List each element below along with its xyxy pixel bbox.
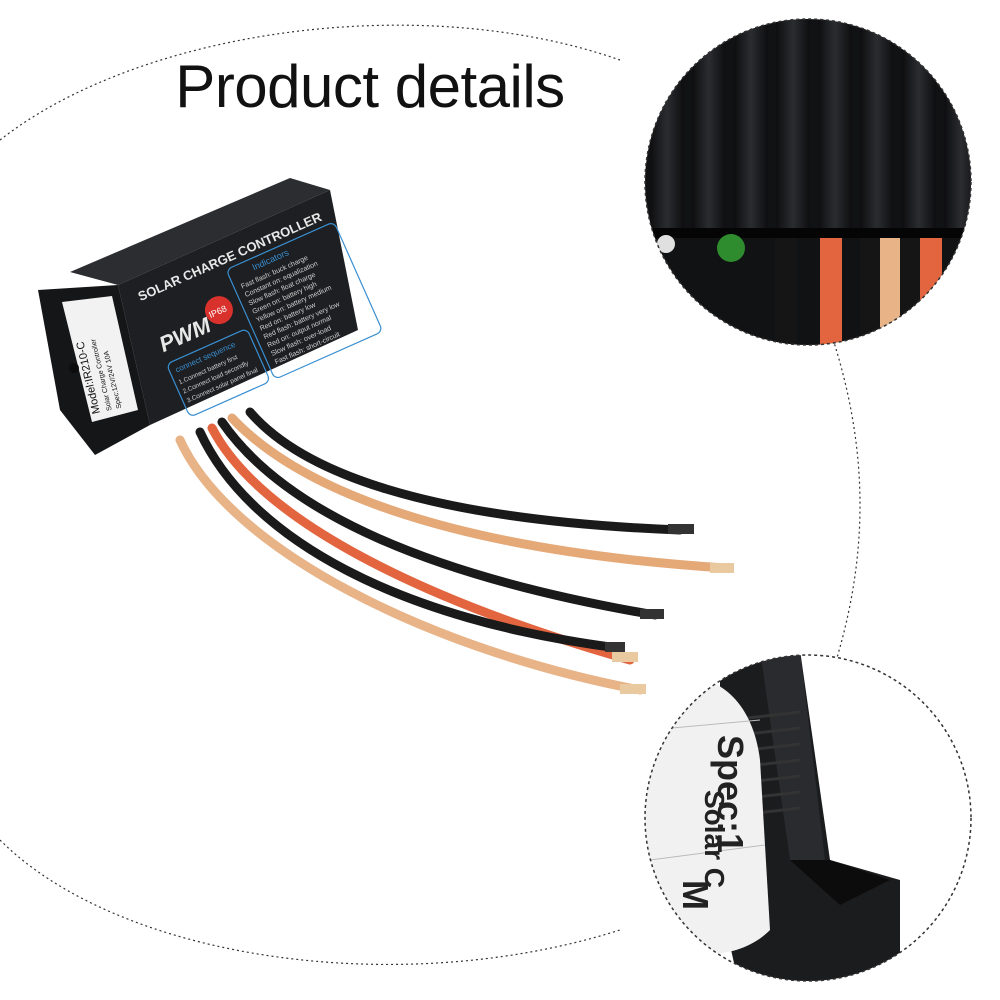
terminal-3 xyxy=(640,609,664,619)
decorative-arc-left xyxy=(0,839,621,966)
led-green xyxy=(717,234,745,262)
wire-tan-1 xyxy=(227,413,730,573)
zoom-ring-bottom xyxy=(644,654,972,982)
wire-bundle xyxy=(175,407,734,695)
heatsink-fin xyxy=(692,19,726,230)
zoom-wire xyxy=(880,238,902,345)
heatsink-fin xyxy=(776,19,810,230)
zoom-label-model: M xyxy=(675,880,716,910)
heatsink-fin xyxy=(734,19,768,230)
mount-hole xyxy=(69,363,79,373)
zoom-label-edge: Spec:1 Solar C M xyxy=(645,655,971,981)
wire-tan-2 xyxy=(175,435,645,695)
model-label xyxy=(62,296,138,422)
decorative-arc-large xyxy=(0,24,621,141)
zoom-wire xyxy=(860,238,882,345)
terminal-5 xyxy=(605,642,625,652)
ip-rating-badge xyxy=(204,296,233,325)
sequence-panel xyxy=(167,329,270,416)
heatsink-fin xyxy=(650,19,684,230)
heatsink-fin xyxy=(818,19,852,230)
charge-controller: SOLAR CHARGE CONTROLLER PWM IP68 Indicat… xyxy=(38,178,382,455)
controller-front-face xyxy=(118,190,358,425)
wire-black-3 xyxy=(195,427,623,653)
zoom-label-solar: Solar C xyxy=(699,790,730,888)
terminal-4 xyxy=(612,652,638,662)
zoom-wire xyxy=(820,238,842,345)
heatsink-fin xyxy=(860,19,894,230)
terminal-2 xyxy=(710,563,734,573)
terminal-1 xyxy=(668,524,694,534)
decorative-arc-right xyxy=(829,329,861,681)
terminal-6 xyxy=(620,684,646,694)
controller-top-face xyxy=(70,178,330,285)
indicators-panel xyxy=(227,223,382,379)
zoom-heatsink xyxy=(645,19,971,345)
wire-black-1 xyxy=(245,407,685,535)
wire-black-2 xyxy=(217,417,660,620)
zoom-label-spec: Spec:1 xyxy=(710,735,751,853)
led-white xyxy=(657,235,675,253)
heatsink-fin xyxy=(902,19,936,230)
zoom-ring-top xyxy=(644,18,972,346)
zoom-wire xyxy=(775,238,797,345)
page-title: Product details xyxy=(175,53,565,120)
heatsink-fin xyxy=(944,19,971,230)
zoom-wire xyxy=(900,238,922,345)
